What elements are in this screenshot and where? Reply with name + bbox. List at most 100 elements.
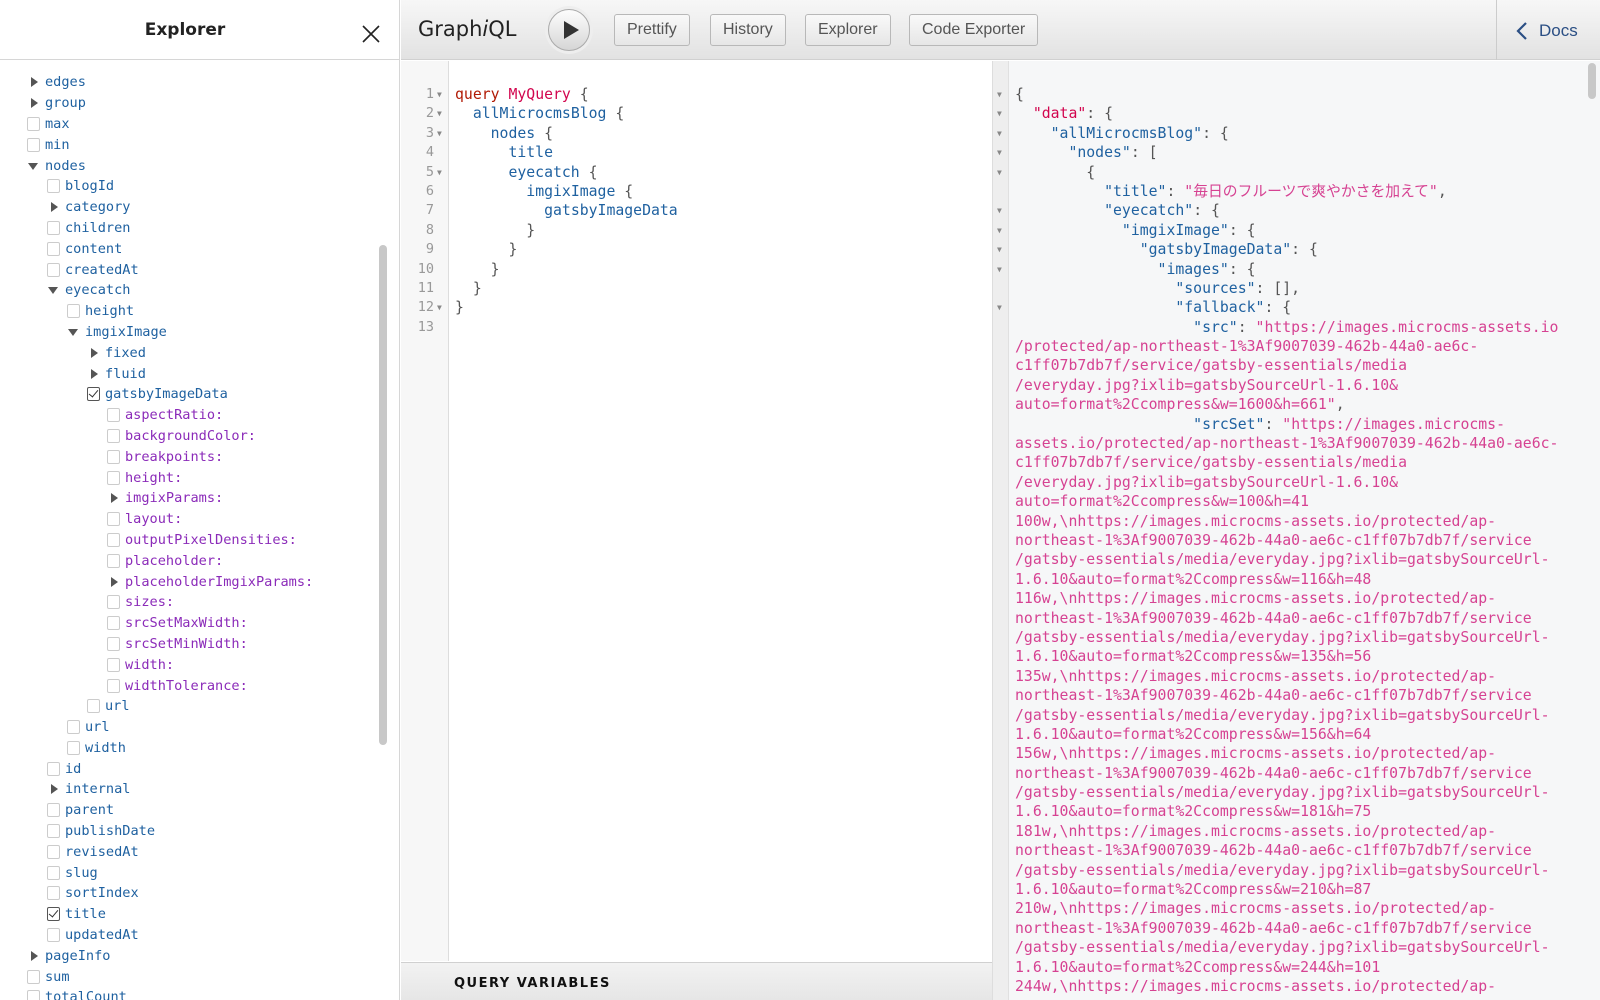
checkbox[interactable] [47,824,60,839]
result-scrollbar[interactable] [1588,63,1596,99]
collapse-arrow-icon[interactable] [47,283,60,297]
expand-arrow-icon[interactable] [87,367,100,381]
code-line[interactable]: 9 } [401,240,992,259]
checkbox[interactable] [107,532,120,547]
checkbox[interactable] [47,928,60,943]
fold-arrow-icon[interactable]: ▼ [997,225,1002,235]
checkbox[interactable] [27,116,40,131]
explorer-item-width[interactable]: width [0,738,399,759]
explorer-item-url[interactable]: url [0,696,399,717]
explorer-item-max[interactable]: max [0,114,399,135]
code-line[interactable]: 6 imgixImage { [401,182,992,201]
explorer-item-fixed[interactable]: fixed [0,342,399,363]
explorer-item-url[interactable]: url [0,717,399,738]
explorer-item-internal[interactable]: internal [0,779,399,800]
explorer-item-eyecatch[interactable]: eyecatch [0,280,399,301]
checkbox[interactable] [107,657,120,672]
checkbox[interactable] [47,803,60,818]
explorer-item-title[interactable]: title [0,904,399,925]
code-exporter-button[interactable]: Code Exporter [909,14,1039,46]
checkbox[interactable] [107,616,120,631]
expand-arrow-icon[interactable] [107,575,120,589]
explorer-item-createdat[interactable]: createdAt [0,259,399,280]
checkbox[interactable] [47,241,60,256]
explorer-item-min[interactable]: min [0,134,399,155]
checkbox[interactable] [27,990,40,1000]
explorer-item-updatedat[interactable]: updatedAt [0,925,399,946]
code-line[interactable]: 8 } [401,221,992,240]
close-explorer-button[interactable] [361,24,381,44]
expand-arrow-icon[interactable] [47,200,60,214]
fold-arrow-icon[interactable]: ▼ [997,109,1002,119]
checkbox[interactable] [47,886,60,901]
fold-arrow-icon[interactable]: ▼ [997,264,1002,274]
explorer-item-backgroundcolor[interactable]: backgroundColor: [0,426,399,447]
code-line[interactable]: 2▼ allMicrocmsBlog { [401,104,992,123]
query-variables-bar[interactable]: QUERY VARIABLES [401,962,992,1000]
explorer-item-placeholderimgixparams[interactable]: placeholderImgixParams: [0,571,399,592]
explorer-item-sortindex[interactable]: sortIndex [0,883,399,904]
collapse-arrow-icon[interactable] [67,325,80,339]
expand-arrow-icon[interactable] [107,491,120,505]
fold-arrow-icon[interactable]: ▼ [437,90,442,99]
execute-query-button[interactable] [548,9,590,51]
code-line[interactable]: 3▼ nodes { [401,124,992,143]
checkbox[interactable] [67,720,80,735]
checkbox[interactable] [47,220,60,235]
checkbox[interactable] [47,262,60,277]
fold-arrow-icon[interactable]: ▼ [997,148,1002,158]
explorer-item-srcsetmaxwidth[interactable]: srcSetMaxWidth: [0,613,399,634]
fold-arrow-icon[interactable]: ▼ [437,303,442,313]
explorer-item-breakpoints[interactable]: breakpoints: [0,446,399,467]
fold-arrow-icon[interactable]: ▼ [997,206,1002,216]
explorer-item-placeholder[interactable]: placeholder: [0,550,399,571]
fold-arrow-icon[interactable]: ▼ [997,90,1002,99]
code-line[interactable]: 7 gatsbyImageData [401,201,992,220]
fold-arrow-icon[interactable]: ▼ [437,128,442,138]
explorer-item-parent[interactable]: parent [0,800,399,821]
fold-arrow-icon[interactable]: ▼ [997,245,1002,255]
checkbox[interactable] [47,179,60,194]
explorer-item-sum[interactable]: sum [0,966,399,987]
checkbox[interactable] [87,699,100,714]
code-line[interactable]: 12▼} [401,298,992,317]
checkbox[interactable] [67,304,80,319]
fold-arrow-icon[interactable]: ▼ [997,128,1002,138]
explorer-item-blogid[interactable]: blogId [0,176,399,197]
prettify-button[interactable]: Prettify [614,14,690,46]
checkbox[interactable] [107,512,120,527]
explorer-button[interactable]: Explorer [805,14,891,46]
code-line[interactable]: 5▼ eyecatch { [401,163,992,182]
checkbox[interactable] [47,865,60,880]
explorer-scrollbar[interactable] [379,245,387,745]
explorer-item-height[interactable]: height: [0,467,399,488]
fold-arrow-icon[interactable]: ▼ [997,303,1002,313]
explorer-item-layout[interactable]: layout: [0,509,399,530]
explorer-item-height[interactable]: height [0,301,399,322]
explorer-item-totalcount[interactable]: totalCount [0,987,399,1000]
history-button[interactable]: History [710,14,786,46]
code-line[interactable]: 4 title [401,143,992,162]
explorer-item-id[interactable]: id [0,758,399,779]
explorer-item-fluid[interactable]: fluid [0,363,399,384]
checkbox[interactable] [107,595,120,610]
checkbox[interactable] [107,449,120,464]
explorer-item-width[interactable]: width: [0,654,399,675]
checked-checkbox[interactable] [87,387,100,402]
explorer-item-slug[interactable]: slug [0,862,399,883]
code-line[interactable]: 11 } [401,279,992,298]
explorer-item-sizes[interactable]: sizes: [0,592,399,613]
code-line[interactable]: 13 [401,318,992,337]
checkbox[interactable] [107,553,120,568]
explorer-item-revisedat[interactable]: revisedAt [0,841,399,862]
expand-arrow-icon[interactable] [47,782,60,796]
expand-arrow-icon[interactable] [87,346,100,360]
explorer-item-edges[interactable]: edges [0,72,399,93]
checkbox[interactable] [107,428,120,443]
explorer-item-widthtolerance[interactable]: widthTolerance: [0,675,399,696]
explorer-item-outputpixeldensities[interactable]: outputPixelDensities: [0,530,399,551]
explorer-item-imgiximage[interactable]: imgixImage [0,322,399,343]
checkbox[interactable] [27,137,40,152]
explorer-item-srcsetminwidth[interactable]: srcSetMinWidth: [0,634,399,655]
explorer-item-content[interactable]: content [0,238,399,259]
